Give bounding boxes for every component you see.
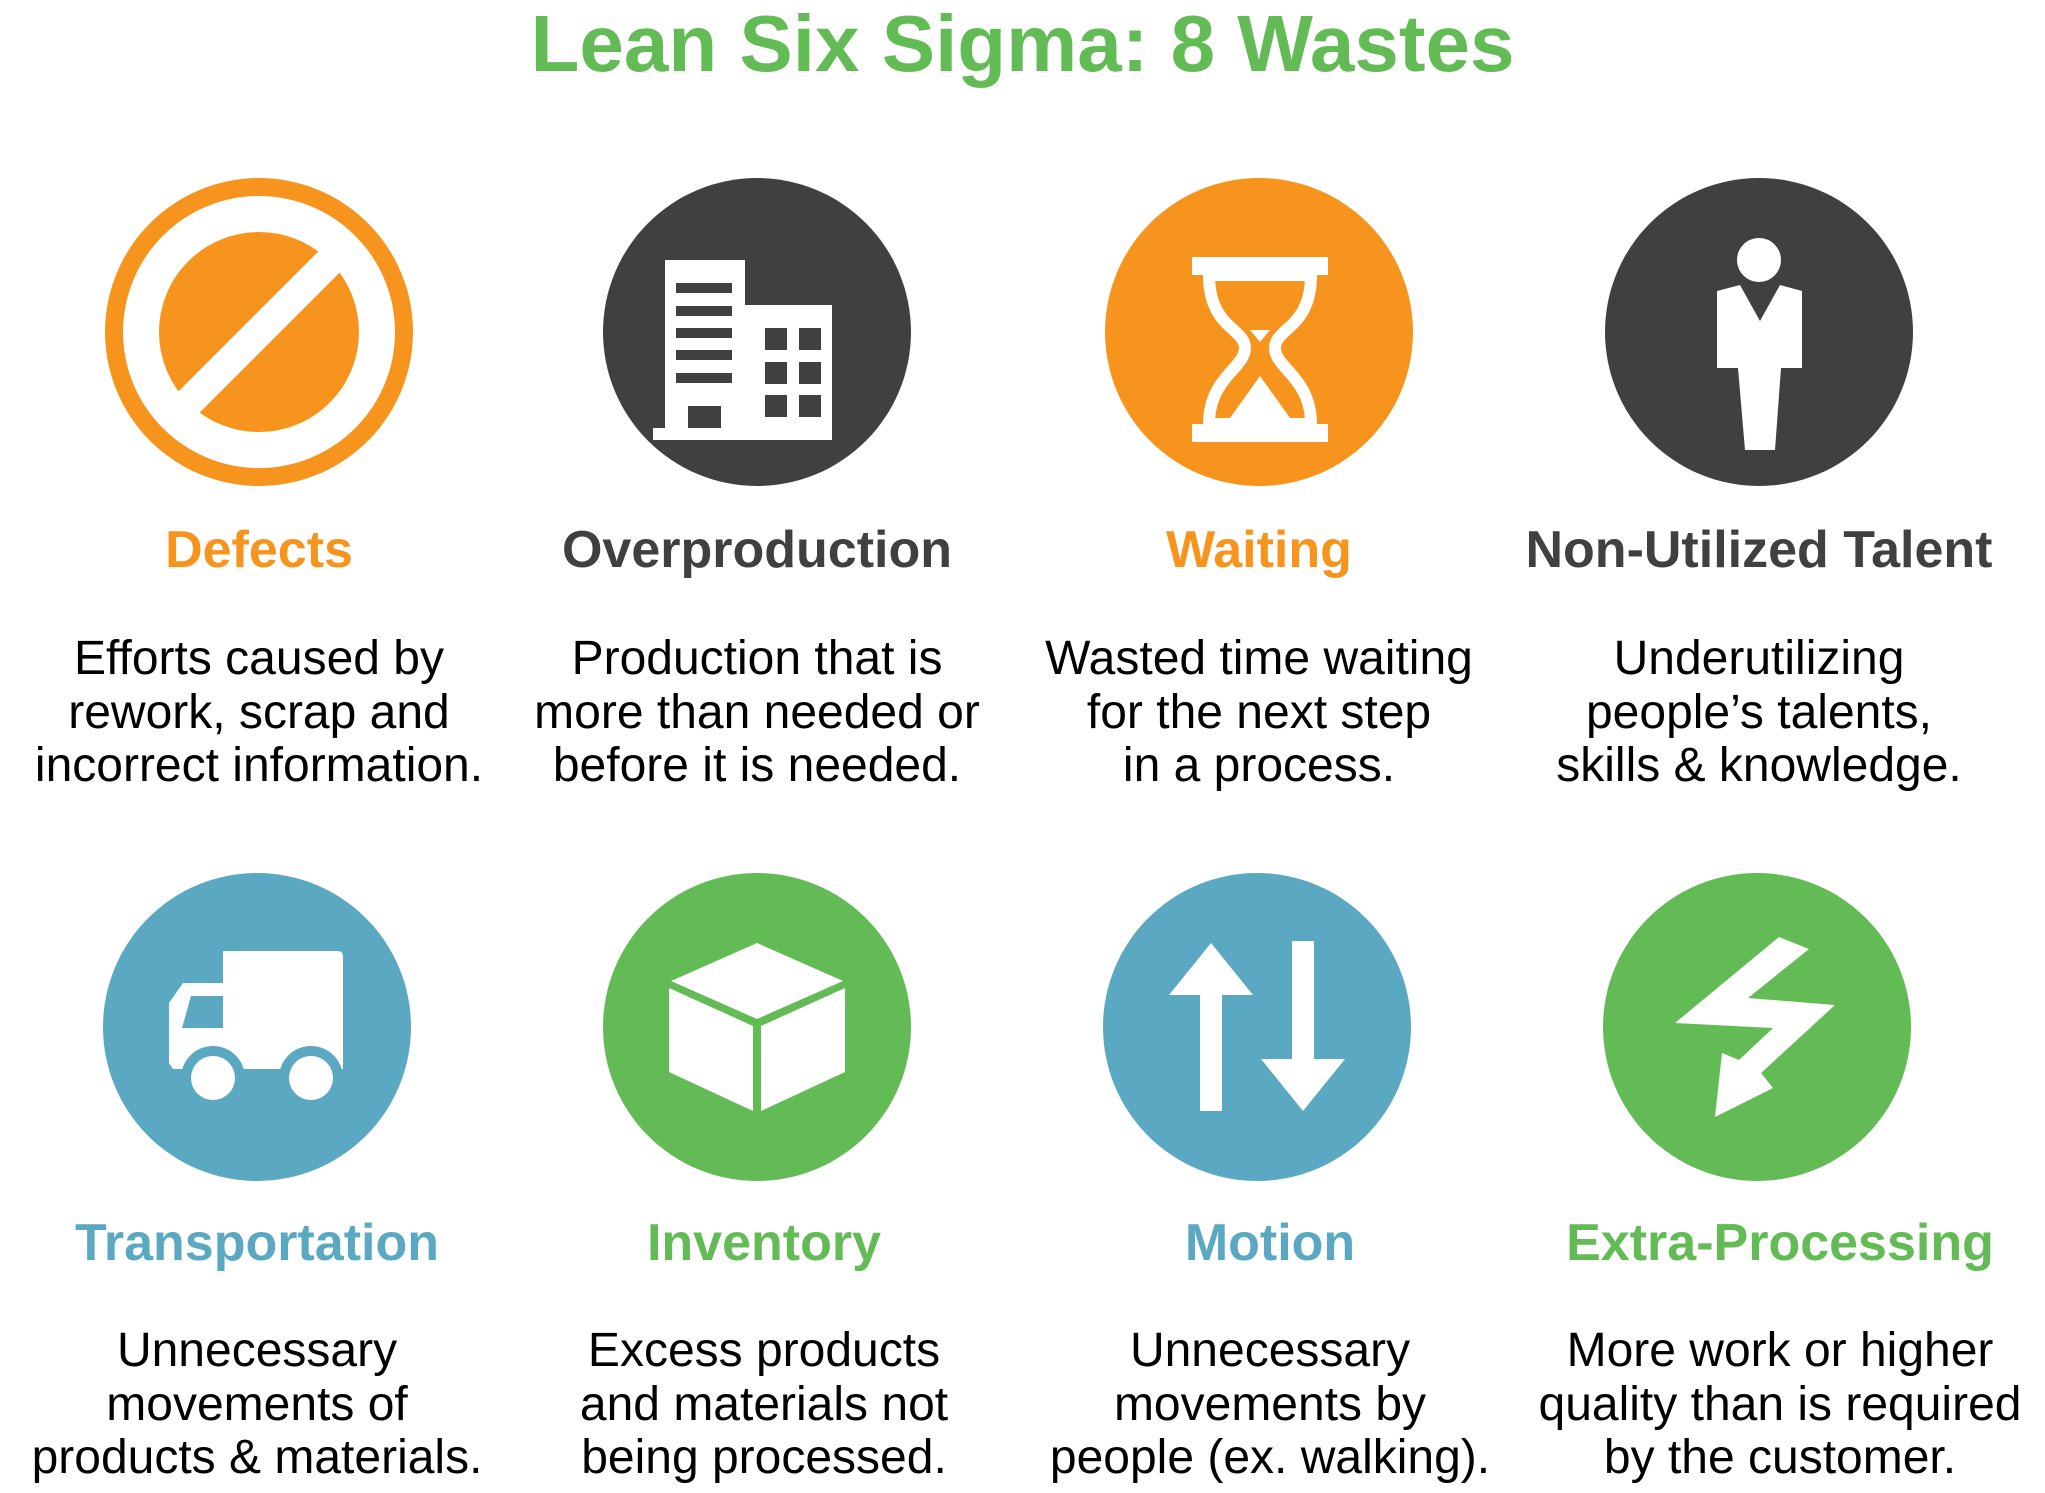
box-icon	[669, 943, 845, 1111]
lightning-arrow-icon	[1675, 937, 1835, 1117]
hourglass-icon	[1192, 257, 1328, 442]
waste-description: Production that is more than needed or b…	[534, 632, 980, 792]
waste-description: Efforts caused by rework, scrap and inco…	[34, 632, 484, 792]
waste-description: More work or higher quality than is requ…	[1538, 1324, 2022, 1484]
waste-heading: Inventory	[646, 1214, 882, 1272]
waste-heading: Defects	[165, 521, 353, 579]
page-title: Lean Six Sigma: 8 Wastes	[530, 0, 1515, 88]
talent-icon-circle	[1605, 178, 1913, 486]
waste-heading: Non-Utilized Talent	[1525, 521, 1993, 579]
waste-description: Wasted time waiting for the next step in…	[1045, 632, 1473, 792]
defects-icon-circle	[105, 178, 413, 486]
building-icon	[653, 260, 832, 440]
waste-heading: Transportation	[74, 1214, 440, 1272]
waste-description: Excess products and materials not being …	[579, 1324, 949, 1484]
truck-icon	[169, 951, 343, 1110]
waste-heading: Overproduction	[561, 521, 953, 579]
waste-heading: Extra-Processing	[1566, 1214, 1994, 1272]
waste-description: Unnecessary movements of products & mate…	[31, 1324, 483, 1484]
extra-processing-icon-circle	[1603, 873, 1911, 1181]
waste-description: Underutilizing people’s talents, skills …	[1556, 632, 1962, 792]
up-down-arrows-icon	[1169, 941, 1345, 1111]
transportation-icon-circle	[103, 873, 411, 1181]
waste-heading: Waiting	[1166, 521, 1352, 579]
person-icon	[1717, 238, 1802, 450]
prohibited-icon	[123, 196, 395, 468]
motion-icon-circle	[1103, 873, 1411, 1181]
waste-description: Unnecessary movements by people (ex. wal…	[1049, 1324, 1491, 1484]
waiting-icon-circle	[1105, 178, 1413, 486]
overproduction-icon-circle	[603, 178, 911, 486]
waste-heading: Motion	[1184, 1214, 1356, 1272]
inventory-icon-circle	[603, 873, 911, 1181]
